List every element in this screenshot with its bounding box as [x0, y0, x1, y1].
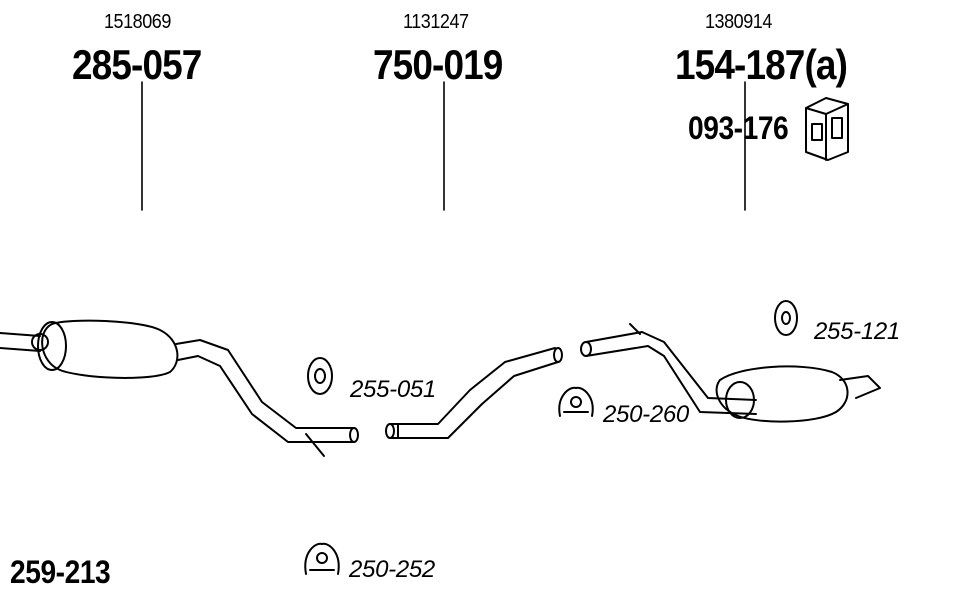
oe-number-rear-silencer: 1380914: [705, 11, 772, 33]
system-number: 259-213: [10, 554, 111, 590]
part-number-front-silencer[interactable]: 285-057: [72, 41, 202, 88]
clamp-bottom-icon: [304, 542, 340, 575]
oe-number-middle-pipe: 1131247: [403, 11, 469, 33]
clamp-middle-icon: [558, 386, 594, 417]
front-silencer-drawing: [0, 319, 359, 457]
part-number-clamp-bottom[interactable]: 250-252: [349, 556, 435, 583]
middle-pipe-drawing: [385, 347, 563, 439]
oe-number-front-silencer: 1518069: [104, 11, 171, 33]
hanger-mount-icon: [805, 97, 849, 161]
part-number-rubber-ring-front[interactable]: 255-051: [350, 376, 436, 403]
part-number-clamp-middle[interactable]: 250-260: [603, 401, 689, 428]
part-number-rubber-ring-rear[interactable]: 255-121: [814, 318, 900, 345]
part-number-middle-pipe[interactable]: 750-019: [373, 41, 503, 88]
part-number-hanger-mount[interactable]: 093-176: [688, 110, 789, 146]
rear-silencer-drawing: [580, 323, 881, 423]
rubber-ring-front-icon: [307, 357, 333, 395]
rubber-ring-rear-icon: [774, 300, 798, 336]
part-number-rear-silencer[interactable]: 154-187(a): [675, 41, 848, 88]
